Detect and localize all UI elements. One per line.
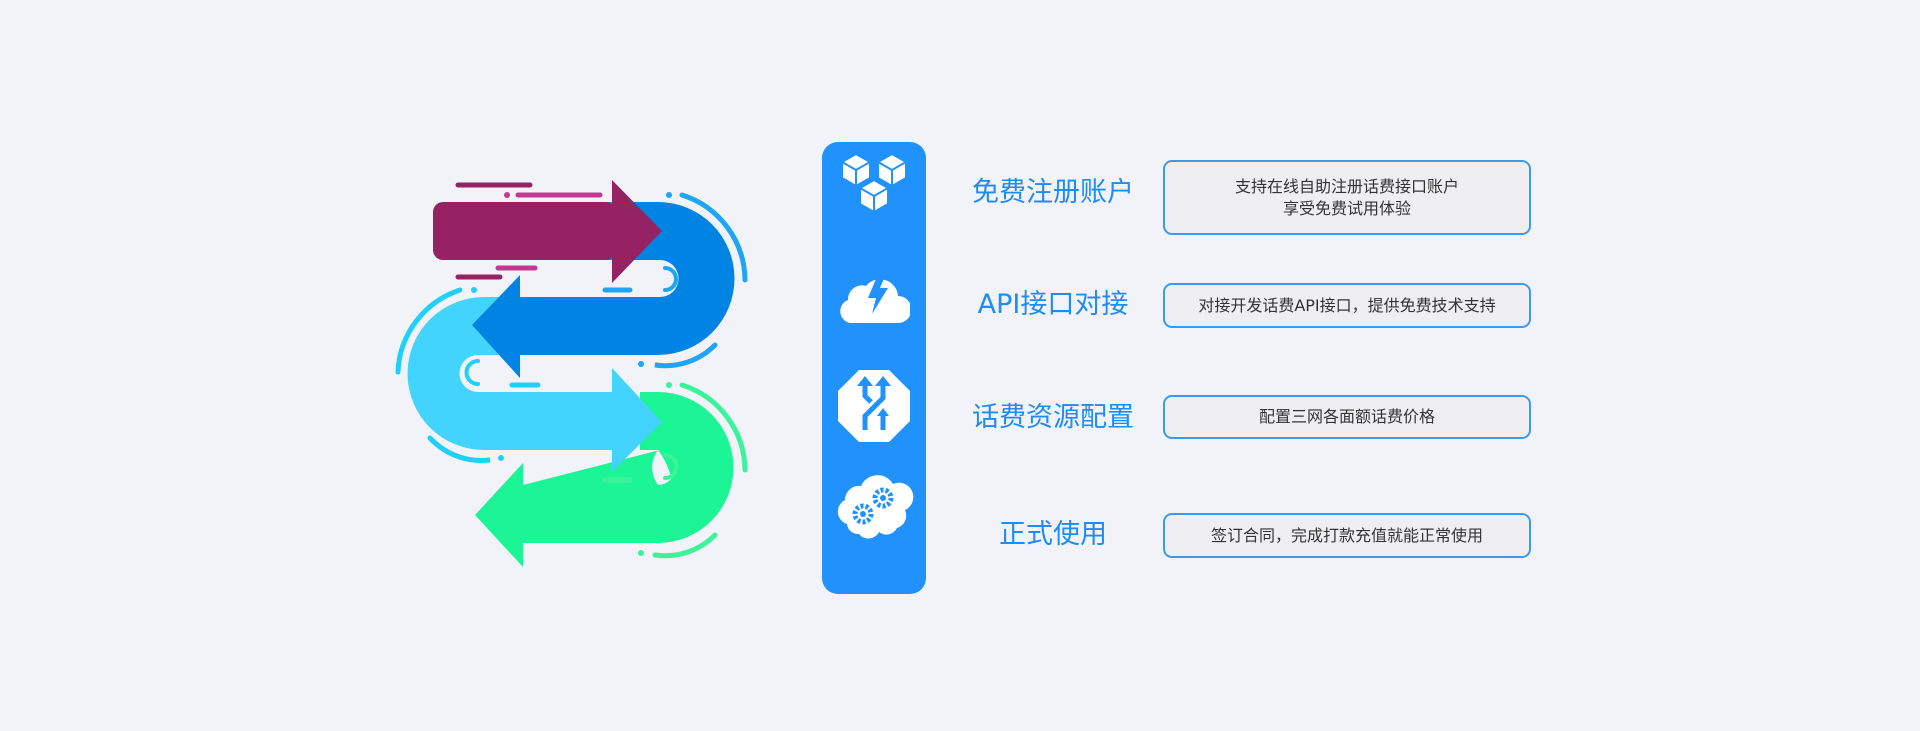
cubes-icon [841, 152, 907, 214]
decor-dot [638, 550, 644, 556]
green-u-band [523, 392, 734, 543]
decor-c [663, 266, 678, 292]
desc-line: 支持在线自助注册话费接口账户 [1234, 176, 1459, 196]
step-title-register: 免费注册账户 [972, 177, 1134, 208]
decor-dot [666, 192, 672, 198]
step-desc-register: 支持在线自助注册话费接口账户 享受免费试用体验 [1163, 160, 1531, 235]
blue-u-band [520, 202, 735, 355]
purple-arrow-bar [433, 202, 615, 260]
decor-dot [638, 361, 644, 367]
decor-arc [652, 532, 718, 559]
decor-arc [679, 192, 748, 283]
step-desc-api: 对接开发话费API接口，提供免费技术支持 [1163, 283, 1531, 328]
decor-arc [654, 342, 718, 369]
decor-dot [504, 192, 510, 198]
purple-arrow-head [612, 180, 662, 283]
decor-c [663, 453, 679, 480]
decor-c [464, 359, 480, 386]
step-desc-config: 配置三网各面额话费价格 [1163, 395, 1531, 439]
step-title-use: 正式使用 [999, 519, 1107, 550]
decor-dot [498, 455, 504, 461]
step-title-api: API接口对接 [977, 289, 1129, 320]
desc-line: 对接开发话费API接口，提供免费技术支持 [1198, 295, 1496, 315]
decor-arc [679, 382, 748, 473]
step-title-config: 话费资源配置 [972, 402, 1134, 433]
cloud-lightning-icon [840, 274, 910, 323]
decor-dot [666, 382, 672, 388]
desc-line: 享受免费试用体验 [1282, 198, 1411, 218]
decor-arc [427, 435, 491, 463]
desc-line: 签订合同，完成打款充值就能正常使用 [1210, 525, 1483, 545]
merge-arrows-octagon-icon [838, 370, 910, 442]
cyan-u-band [407, 297, 612, 450]
desc-line: 配置三网各面额话费价格 [1258, 407, 1435, 426]
step-desc-use: 签订合同，完成打款充值就能正常使用 [1163, 513, 1531, 558]
cyan-arrow-head [612, 368, 662, 472]
icon-panel [822, 142, 926, 594]
blue-arrow-head [472, 275, 520, 378]
decor-dot [471, 287, 477, 293]
cloud-gears-icon [837, 475, 914, 539]
decor-arc [395, 287, 463, 375]
